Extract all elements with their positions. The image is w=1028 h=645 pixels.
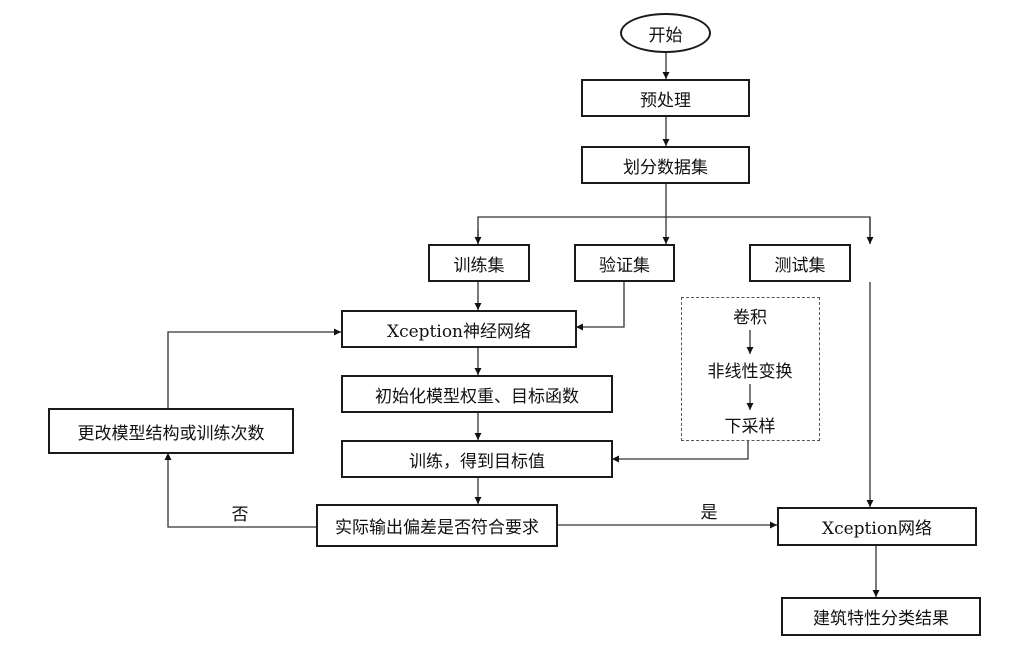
label-yes: 是 bbox=[700, 503, 718, 523]
inner-step-downsample: 下采样 bbox=[724, 417, 776, 437]
arrow-decision-no bbox=[164, 453, 316, 528]
inner-step-convolution: 卷积 bbox=[733, 308, 767, 328]
arrow-validation-xception bbox=[576, 282, 625, 331]
arrow-inner-train bbox=[612, 440, 749, 463]
result-box: 建筑特性分类结果 bbox=[781, 597, 981, 636]
train-target-box: 训练，得到目标值 bbox=[341, 440, 613, 478]
test-set-box: 测试集 bbox=[749, 244, 851, 282]
decision-box: 实际输出偏差是否符合要求 bbox=[316, 504, 558, 547]
xception-nn-box: Xception神经网络 bbox=[341, 310, 577, 348]
train-set-box: 训练集 bbox=[428, 244, 530, 282]
xception-net-box: Xception网络 bbox=[777, 507, 977, 546]
split-dataset-box: 划分数据集 bbox=[581, 146, 750, 184]
label-no: 否 bbox=[231, 505, 249, 525]
inner-step-nonlinear: 非线性变换 bbox=[707, 362, 793, 382]
inner-steps-group bbox=[681, 297, 820, 441]
init-weights-box: 初始化模型权重、目标函数 bbox=[341, 375, 613, 413]
start-node: 开始 bbox=[620, 13, 711, 53]
modify-model-box: 更改模型结构或训练次数 bbox=[48, 408, 294, 454]
validation-set-box: 验证集 bbox=[574, 244, 675, 282]
arrow-modify-xception bbox=[167, 328, 341, 408]
preprocess-box: 预处理 bbox=[581, 79, 750, 117]
branch-bar bbox=[477, 216, 871, 244]
